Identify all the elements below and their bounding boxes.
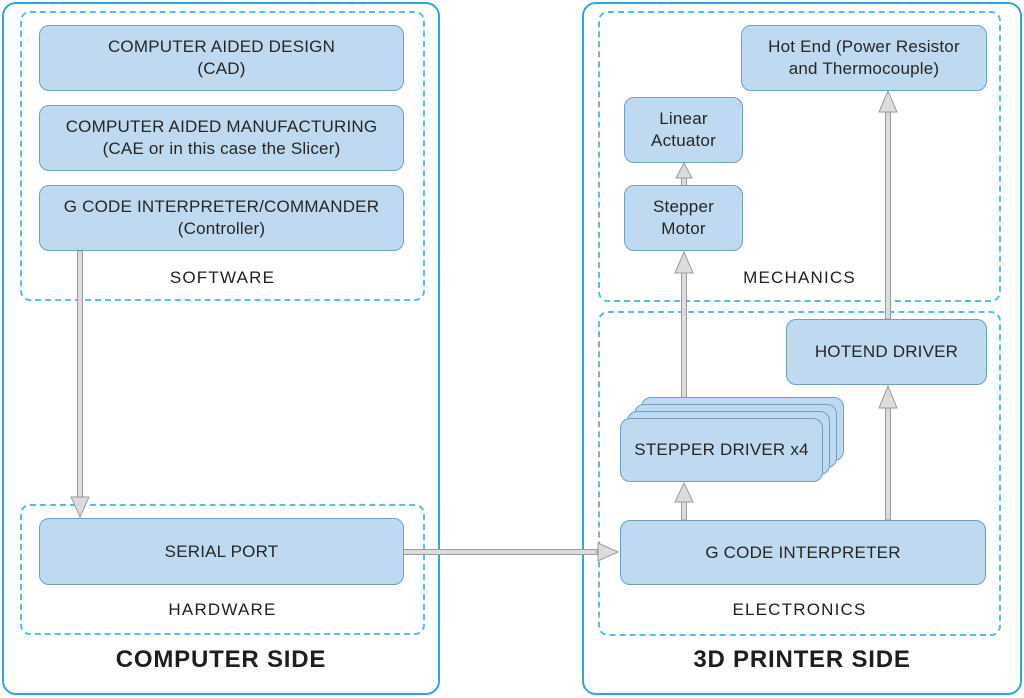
node-label: STEPPER DRIVER x4 bbox=[634, 440, 809, 459]
arrow-head-up-icon bbox=[878, 384, 898, 409]
node-label: Hot End (Power Resistor bbox=[768, 37, 960, 56]
arrow-shaft bbox=[681, 500, 687, 521]
arrow-stepper-motor-to-linear-actuator bbox=[675, 161, 693, 187]
node-hotend-driver: HOTEND DRIVER bbox=[786, 319, 987, 385]
hardware-section-label: HARDWARE bbox=[168, 600, 277, 619]
node-label: SERIAL PORT bbox=[164, 541, 279, 561]
node-gcode-interpreter: G CODE INTERPRETER bbox=[620, 520, 986, 585]
node-label: and Thermocouple) bbox=[788, 59, 940, 78]
arrow-gcode-interpreter-to-stepper-driver bbox=[674, 481, 694, 521]
node-label: Motor bbox=[661, 219, 706, 238]
arrow-head-down-icon bbox=[70, 496, 90, 519]
node-label: HOTEND DRIVER bbox=[814, 342, 959, 361]
node-label: COMPUTER AIDED MANUFACTURING bbox=[65, 117, 378, 136]
arrow-gcode-commander-to-serial-port bbox=[70, 250, 90, 519]
node-linear-actuator: Linear Actuator bbox=[624, 97, 743, 163]
node-computer-aided-design: COMPUTER AIDED DESIGN (CAD) bbox=[39, 25, 404, 91]
hardware-section-outline bbox=[20, 504, 425, 635]
arrow-shaft bbox=[885, 406, 891, 521]
mechanics-section-label: MECHANICS bbox=[743, 268, 856, 287]
node-label: (Controller) bbox=[177, 219, 266, 238]
electronics-section-label: ELECTRONICS bbox=[732, 600, 867, 619]
node-label: Linear bbox=[659, 109, 708, 128]
arrow-gcode-interpreter-to-hotend-driver bbox=[878, 384, 898, 521]
computer-side-title: COMPUTER SIDE bbox=[115, 646, 327, 673]
software-section-label: SOFTWARE bbox=[169, 268, 276, 287]
node-computer-aided-manufacturing: COMPUTER AIDED MANUFACTURING (CAE or in … bbox=[39, 105, 404, 171]
node-gcode-interpreter-commander: G CODE INTERPRETER/COMMANDER (Controller… bbox=[39, 185, 404, 251]
printer-side-title: 3D PRINTER SIDE bbox=[693, 646, 911, 673]
electronics-section-outline bbox=[598, 311, 1001, 636]
printer-side-panel bbox=[582, 2, 1022, 695]
node-label: COMPUTER AIDED DESIGN bbox=[107, 37, 336, 56]
computer-side-panel bbox=[2, 2, 440, 695]
node-hot-end: Hot End (Power Resistor and Thermocouple… bbox=[741, 25, 987, 91]
arrow-head-right-icon bbox=[597, 542, 620, 562]
node-label: G CODE INTERPRETER bbox=[705, 542, 901, 562]
node-label: G CODE INTERPRETER/COMMANDER bbox=[63, 197, 380, 216]
arrow-head-up-icon bbox=[878, 89, 898, 113]
software-section-outline bbox=[20, 11, 425, 301]
node-label: (CAE or in this case the Slicer) bbox=[102, 139, 341, 158]
arrow-head-up-icon bbox=[675, 161, 693, 179]
node-stepper-driver-x4: STEPPER DRIVER x4 bbox=[620, 418, 823, 482]
arrow-shaft bbox=[681, 271, 687, 405]
arrow-serial-port-to-gcode-interpreter bbox=[402, 542, 620, 562]
node-label: Actuator bbox=[651, 131, 716, 150]
arrow-shaft bbox=[402, 549, 598, 555]
arrow-head-up-icon bbox=[674, 250, 694, 274]
node-serial-port: SERIAL PORT bbox=[39, 518, 404, 585]
node-stepper-motor: Stepper Motor bbox=[624, 185, 743, 251]
node-label: (CAD) bbox=[197, 59, 246, 78]
mechanics-section-outline bbox=[598, 11, 1001, 302]
node-label: Stepper bbox=[653, 197, 714, 216]
arrow-head-up-icon bbox=[674, 481, 694, 503]
